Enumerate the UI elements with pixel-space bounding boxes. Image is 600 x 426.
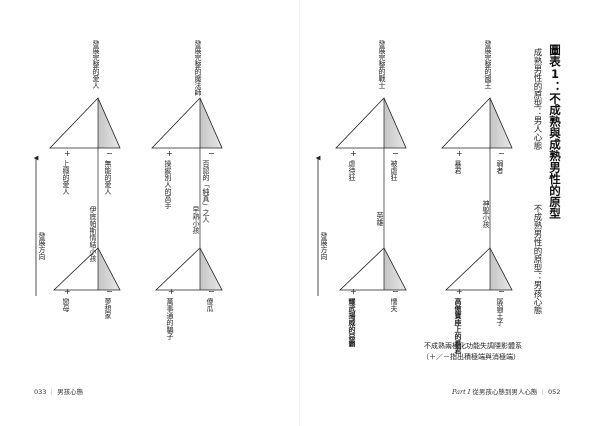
immature-plus-king: 高傲寶座上的暴君 — [454, 298, 462, 354]
mature-label-lover: 發展完整的愛人 — [92, 40, 100, 89]
shadow-plus-king: 暴君 — [454, 160, 462, 174]
mature-archetypes-label: 成熟男性的原型：男人心態 — [532, 48, 542, 150]
folio-separator: ｜ — [539, 388, 546, 396]
plus-sign: + — [168, 287, 175, 296]
minus-sign: − — [498, 287, 505, 296]
middle-label-magician: 早熟小孩 — [192, 206, 200, 234]
part-label: Part I — [452, 388, 471, 396]
minus-sign: − — [106, 149, 113, 158]
growth-direction-label: 發展方向 — [38, 232, 46, 260]
immature-minus-lover: 夢想家 — [104, 298, 112, 319]
page-number: 033 — [34, 388, 47, 396]
page-footer-right: Part I 從男孩心態到男人心態 ｜ 052 — [452, 388, 560, 396]
plus-sign: + — [64, 149, 71, 158]
plus-sign: + — [166, 149, 173, 158]
shadow-plus-warrior: 虐待狂 — [348, 160, 356, 181]
folio-separator: ｜ — [48, 388, 56, 396]
upper-triangle-magician — [151, 97, 223, 149]
lower-triangle-lover — [53, 247, 121, 291]
shadow-plus-magician: 操縱別人的高手 — [164, 160, 172, 209]
upper-triangle-warrior — [335, 97, 407, 149]
plus-sign: + — [64, 287, 71, 296]
mature-label-warrior: 發展完整的戰士 — [378, 40, 386, 89]
immature-minus-magician: 傻瓜 — [206, 298, 214, 312]
upper-triangle-lover — [49, 97, 121, 149]
minus-sign: − — [208, 149, 215, 158]
growth-direction-label: 發展方向 — [320, 232, 328, 260]
shadow-minus-warrior: 被虐狂 — [390, 160, 398, 181]
immature-plus-warrior: 耀武揚威的惡霸 — [348, 298, 356, 347]
running-head: 男孩心態 — [57, 388, 84, 396]
page-footer-left: 033 ｜ 男孩心態 — [34, 388, 83, 396]
middle-label-warrior: 英雄 — [376, 212, 384, 226]
shadow-minus-magician: 否認的「純真」之人 — [202, 160, 210, 223]
figure-caption-line-1: 不成熟兩極化功能失調隱影體系 — [424, 342, 522, 350]
immature-plus-magician: 萬事通的騙子 — [166, 298, 174, 340]
page-gutter — [299, 0, 300, 426]
figure-title: 圖表1：不成熟與成熟男性的原型 — [548, 44, 562, 219]
lower-triangle-magician — [155, 247, 223, 291]
minus-sign: − — [106, 287, 113, 296]
shadow-plus-lover: 上癮的愛人 — [62, 160, 70, 195]
figure-caption-line-2: （＋／－指出積極端與消極端） — [422, 353, 520, 361]
minus-sign: − — [208, 287, 215, 296]
middle-label-lover: 伊底帕斯情結小孩 — [89, 206, 97, 262]
minus-sign: − — [392, 287, 399, 296]
plus-sign: + — [350, 287, 357, 296]
lower-triangle-warrior — [339, 247, 407, 291]
plus-sign: + — [456, 149, 463, 158]
shadow-minus-king: 弱者 — [496, 160, 504, 174]
shadow-minus-lover: 無能的愛人 — [104, 160, 112, 195]
immature-minus-warrior: 懦夫 — [390, 298, 398, 312]
page-number: 052 — [548, 388, 561, 396]
left-page: 發展完整的愛人 + − 上癮的愛人 無能的愛人 伊底帕斯情結小孩 + − 戀母 … — [34, 40, 215, 396]
upper-triangle-king — [441, 97, 513, 149]
mature-label-magician: 發展完整的魔法師 — [194, 40, 202, 96]
mature-label-king: 發展完整的國王 — [484, 40, 492, 89]
running-head: 從男孩心態到男人心態 — [472, 388, 538, 396]
plus-sign: + — [350, 149, 357, 158]
minus-sign: − — [498, 149, 505, 158]
lower-triangle-king — [445, 247, 513, 291]
plus-sign: + — [456, 287, 463, 296]
immature-plus-lover: 戀母 — [62, 298, 70, 312]
immature-minus-king: 孱弱王子 — [496, 298, 504, 326]
minus-sign: − — [392, 149, 399, 158]
middle-label-king: 神聖小孩 — [482, 200, 490, 228]
immature-archetypes-label: 不成熟男性的原型：男孩心態 — [532, 204, 542, 315]
